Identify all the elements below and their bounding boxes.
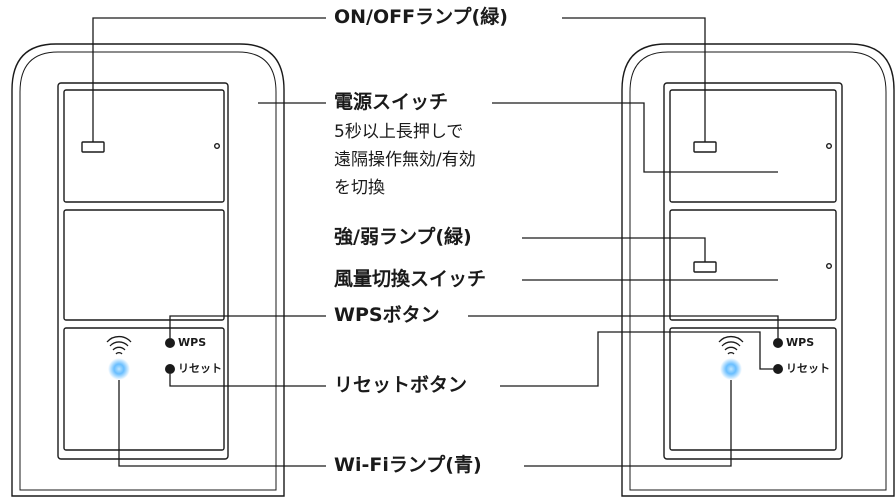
left-fan-switch: [63, 209, 225, 321]
label-wifi-lamp: Wi-Fiランプ(青): [334, 454, 482, 476]
left-device-frame: [11, 43, 285, 497]
right-wifi-lamp: [720, 358, 742, 380]
label-reset-button: リセットボタン: [334, 374, 468, 396]
leader-onoff-right: [562, 17, 706, 142]
right-power-switch: [669, 89, 837, 203]
leader-reset-right: [500, 331, 773, 387]
right-fan-switch-dot: [826, 263, 833, 270]
left-device-frame-inner: [19, 51, 277, 491]
right-wps-mark: WPS: [786, 336, 815, 349]
right-onoff-lamp: [693, 141, 717, 153]
leader-wps-right: [468, 315, 779, 338]
label-onoff-lamp: ON/OFFランプ(緑): [334, 6, 508, 28]
label-power-switch: 電源スイッチ: [334, 91, 449, 113]
right-reset-button: [773, 364, 783, 374]
left-wifi-icon: [106, 336, 132, 355]
left-reset-button: [165, 364, 175, 374]
right-fan-switch: [669, 209, 837, 321]
left-power-switch: [63, 89, 225, 203]
left-reset-mark: リセット: [178, 362, 222, 375]
right-wps-button: [773, 338, 783, 348]
leader-wps-left: [169, 315, 326, 338]
right-reset-mark: リセット: [786, 362, 830, 375]
right-device-frame-inner: [629, 51, 887, 491]
leader-wifi-right: [524, 380, 732, 467]
right-wifi-icon: [718, 336, 744, 355]
label-power-note-1: 5秒以上長押しで: [334, 122, 464, 142]
label-fan-switch: 風量切換スイッチ: [334, 268, 487, 290]
label-power-note-2: 遠隔操作無効/有効: [334, 150, 476, 170]
left-bottom-panel: [63, 327, 225, 451]
left-wps-button: [165, 338, 175, 348]
leader-lines: [92, 17, 779, 467]
leader-onoff-left: [92, 17, 326, 142]
left-wifi-lamp: [108, 358, 130, 380]
left-device: [11, 43, 285, 497]
leader-reset-left: [169, 374, 326, 387]
right-plate: [663, 82, 843, 460]
left-power-switch-dot: [213, 142, 220, 149]
label-wps-button: WPSボタン: [334, 304, 440, 326]
right-bottom-panel: [669, 327, 837, 451]
right-strength-lamp: [693, 261, 717, 273]
label-strength-lamp: 強/弱ランプ(緑): [334, 226, 472, 248]
right-power-switch-dot: [826, 142, 833, 149]
right-device: [621, 43, 895, 497]
left-wps-mark: WPS: [178, 336, 207, 349]
left-plate: [57, 82, 229, 460]
right-device-frame: [621, 43, 895, 497]
leader-strength-right: [522, 237, 706, 262]
leader-power-right: [492, 102, 778, 173]
label-power-note-3: を切換: [334, 178, 385, 198]
left-onoff-lamp: [81, 141, 105, 153]
leader-wifi-left: [118, 380, 326, 467]
